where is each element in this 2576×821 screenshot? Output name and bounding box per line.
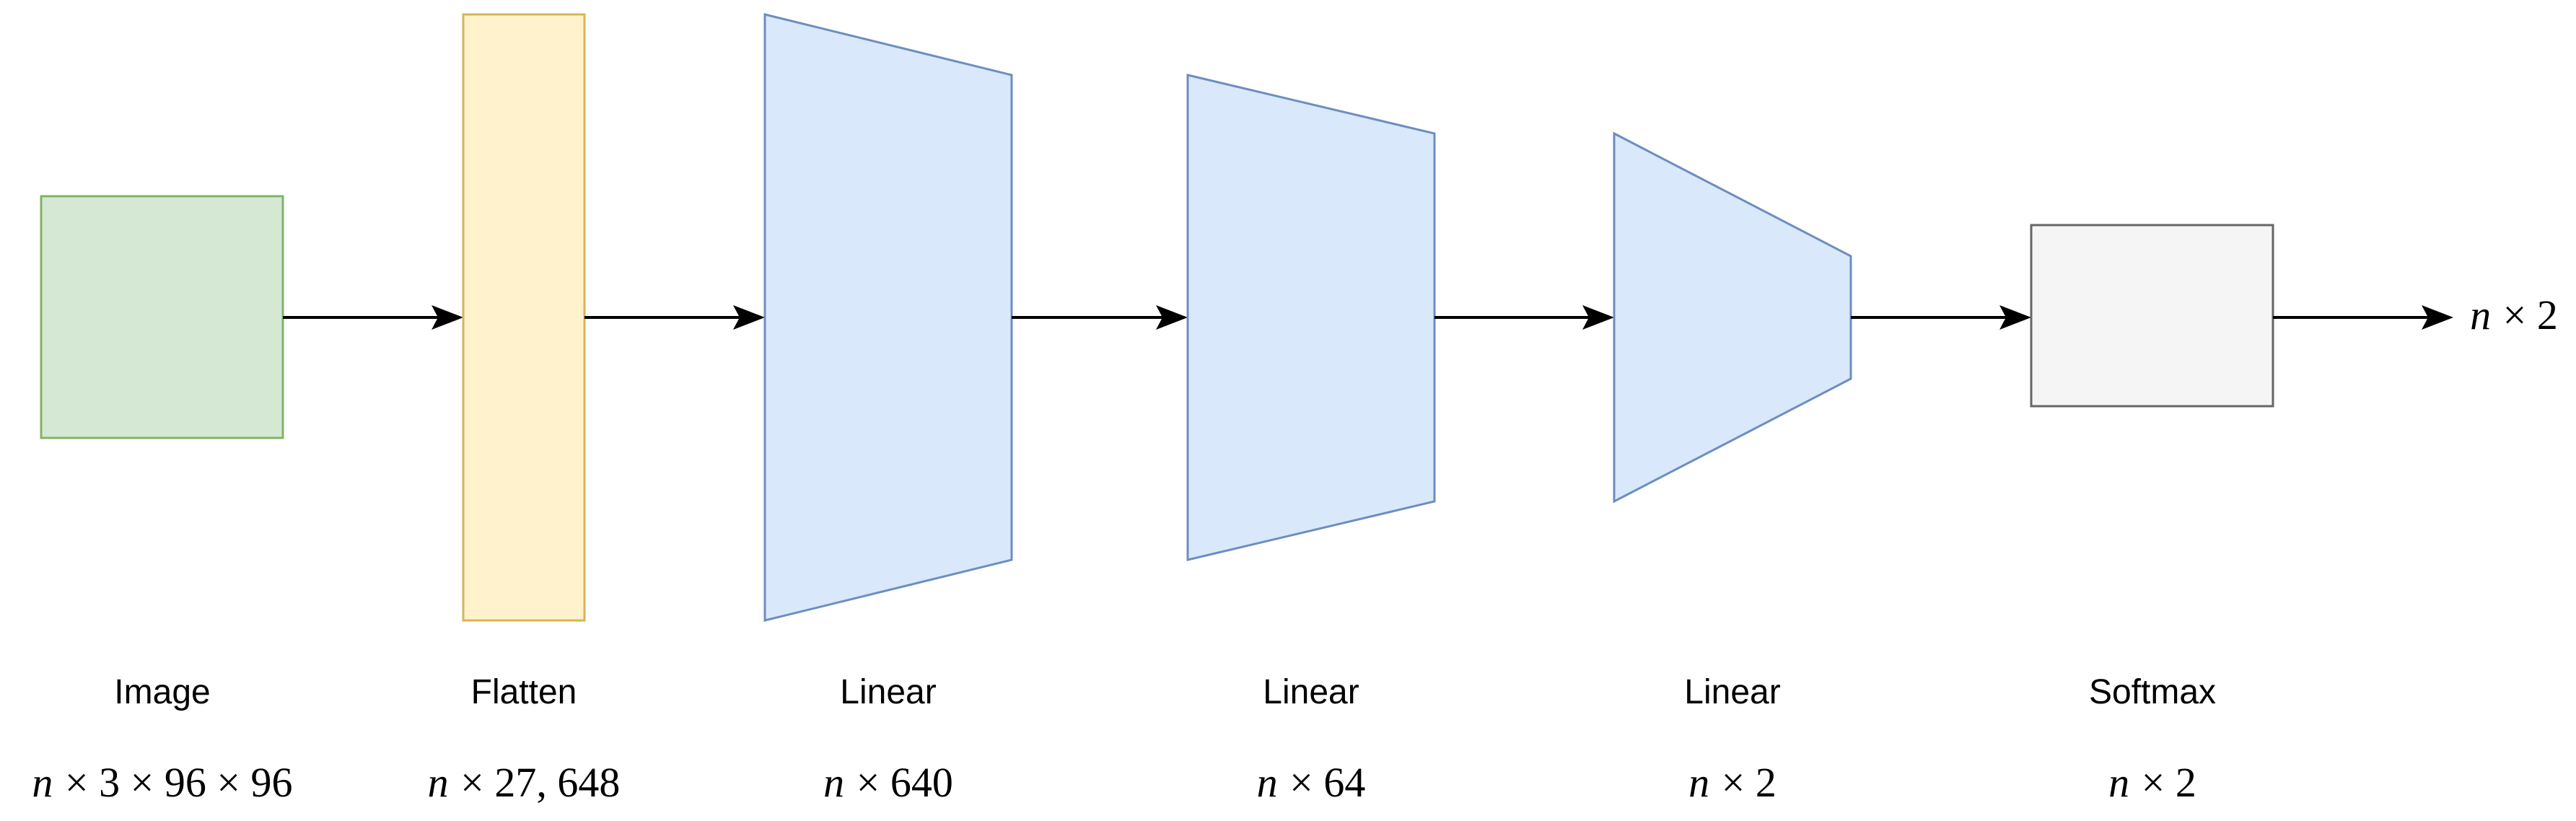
layer-dims-flatten: n × 27, 648 xyxy=(427,759,621,806)
linear-640-trapezoid xyxy=(763,13,1013,622)
linear-64-trapezoid xyxy=(1186,74,1436,561)
flatten-layer-box xyxy=(462,13,586,622)
softmax-layer-box xyxy=(2030,224,2274,408)
arrow-linear2-to-softmax xyxy=(1851,305,2031,330)
layer-name-image: Image xyxy=(114,673,211,711)
arrow-linear640-to-linear64 xyxy=(1012,305,1188,330)
arrow-flatten-to-linear640 xyxy=(584,305,765,330)
layer-dims-linear-2: n × 2 xyxy=(1688,759,1777,806)
layer-name-flatten: Flatten xyxy=(470,673,577,711)
arrowhead-icon xyxy=(2422,305,2453,330)
arrowhead-icon xyxy=(431,305,463,330)
arrow-softmax-to-output xyxy=(2273,305,2453,330)
arrowhead-icon xyxy=(733,305,765,330)
layer-name-linear-64: Linear xyxy=(1263,673,1359,711)
layer-dims-softmax: n × 2 xyxy=(2108,759,2196,806)
arrowhead-icon xyxy=(1999,305,2031,330)
layer-name-linear-2: Linear xyxy=(1684,673,1781,711)
arrow-linear64-to-linear2 xyxy=(1434,305,1614,330)
layer-name-linear-640: Linear xyxy=(840,673,937,711)
layer-dims-linear-640: n × 640 xyxy=(823,759,953,806)
output-dims-label: n × 2 xyxy=(2470,291,2558,338)
layer-dims-linear-64: n × 64 xyxy=(1256,759,1366,806)
arrowhead-icon xyxy=(1582,305,1614,330)
image-layer-box xyxy=(40,195,284,439)
layer-name-softmax: Softmax xyxy=(2088,673,2217,711)
arrow-image-to-flatten xyxy=(283,305,463,330)
layer-dims-image: n × 3 × 96 × 96 xyxy=(32,759,293,806)
linear-2-trapezoid xyxy=(1613,131,1852,504)
arrowhead-icon xyxy=(1156,305,1188,330)
